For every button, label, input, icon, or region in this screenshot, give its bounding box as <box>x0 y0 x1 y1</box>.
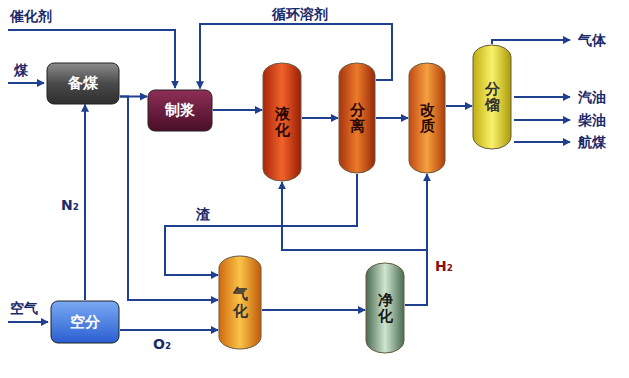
node-label: 改质 <box>420 102 435 135</box>
flow-arrow <box>84 105 86 301</box>
upgrading-vessel: 改质 <box>408 62 446 174</box>
node-label: 空分 <box>70 313 100 332</box>
separator-vessel: 分离 <box>338 62 376 174</box>
node-label: 净化 <box>378 292 393 325</box>
flow-arrow <box>282 182 427 305</box>
product-line <box>514 96 570 98</box>
product-label: 汽油 <box>578 89 606 105</box>
purifier-vessel: 净化 <box>365 262 405 354</box>
stream-label: N₂ <box>59 197 81 213</box>
product-label: 航煤 <box>578 134 606 150</box>
product-label: 柴油 <box>578 112 606 128</box>
flow-arrow <box>405 174 427 305</box>
node-label: 分离 <box>350 102 365 135</box>
vessel-outline <box>409 63 445 173</box>
process-box: 空分 <box>50 300 120 344</box>
reactor-vessel: 液化 <box>262 62 302 182</box>
flow-arrow <box>262 309 365 311</box>
product-line <box>492 40 570 44</box>
vessel-outline <box>219 256 261 349</box>
node-label: 分馏 <box>485 81 500 114</box>
flow-arrow <box>446 105 472 107</box>
coal-feed-line <box>8 82 44 84</box>
vessel-outline <box>263 63 301 181</box>
feed-label: 催化剂 <box>10 8 52 24</box>
fractionation-column: 分馏 <box>472 44 512 150</box>
node-label: 液化 <box>275 106 290 139</box>
box-outline <box>148 90 212 131</box>
product-line <box>514 119 570 121</box>
flow-arrow <box>376 117 408 119</box>
product-line <box>514 141 570 143</box>
box-outline <box>51 301 119 343</box>
air-feed-line <box>8 321 48 323</box>
stream-label: 循环溶剂 <box>270 6 330 22</box>
box-outline <box>47 63 119 104</box>
gasifier-vessel: 气化 <box>218 255 262 350</box>
stream-label: O₂ <box>151 336 173 352</box>
vessel-outline <box>366 263 404 353</box>
node-label: 气化 <box>233 286 248 319</box>
stream-label: H₂ <box>433 258 455 274</box>
feed-label: 空气 <box>10 300 38 316</box>
process-box: 制浆 <box>147 89 213 132</box>
node-label: 制浆 <box>165 101 195 120</box>
product-label: 气体 <box>578 32 606 48</box>
vessel-outline <box>339 63 375 173</box>
stream-label: 渣 <box>194 206 212 222</box>
flow-arrow <box>120 329 218 331</box>
flow-arrow <box>302 117 338 119</box>
process-box: 备煤 <box>46 62 120 105</box>
flow-arrow <box>213 109 262 111</box>
node-label: 备煤 <box>68 74 98 93</box>
flow-arrow <box>165 174 357 275</box>
feed-label: 煤 <box>14 62 28 78</box>
vessel-outline <box>473 45 511 149</box>
